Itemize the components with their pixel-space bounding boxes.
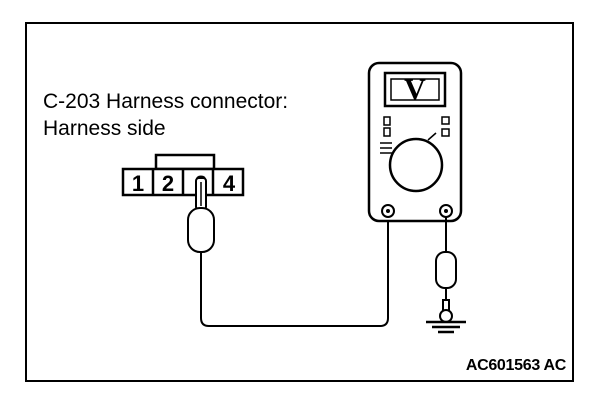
harness-connector: 1 2 3 4 (121, 153, 245, 197)
connector-pin-1: 1 (132, 171, 144, 196)
selector-dial-icon (388, 137, 444, 193)
ground-probe (435, 251, 457, 323)
connector-pin-2: 2 (162, 171, 174, 196)
connector-label-line2: Harness side (43, 117, 166, 140)
figure-id: AC601563 AC (465, 357, 566, 374)
diagram-frame (25, 22, 574, 382)
ground-icon (426, 320, 466, 334)
test-lead-wire (200, 211, 389, 327)
connector-label: C-203 Harness connector: Harness side (43, 88, 288, 142)
probe-icon (187, 177, 215, 253)
multimeter-icon: V (367, 61, 463, 223)
connector-label-line1: C-203 Harness connector: (43, 90, 289, 113)
connector-pin-4: 4 (223, 171, 236, 196)
meter-display-unit: V (404, 73, 426, 106)
